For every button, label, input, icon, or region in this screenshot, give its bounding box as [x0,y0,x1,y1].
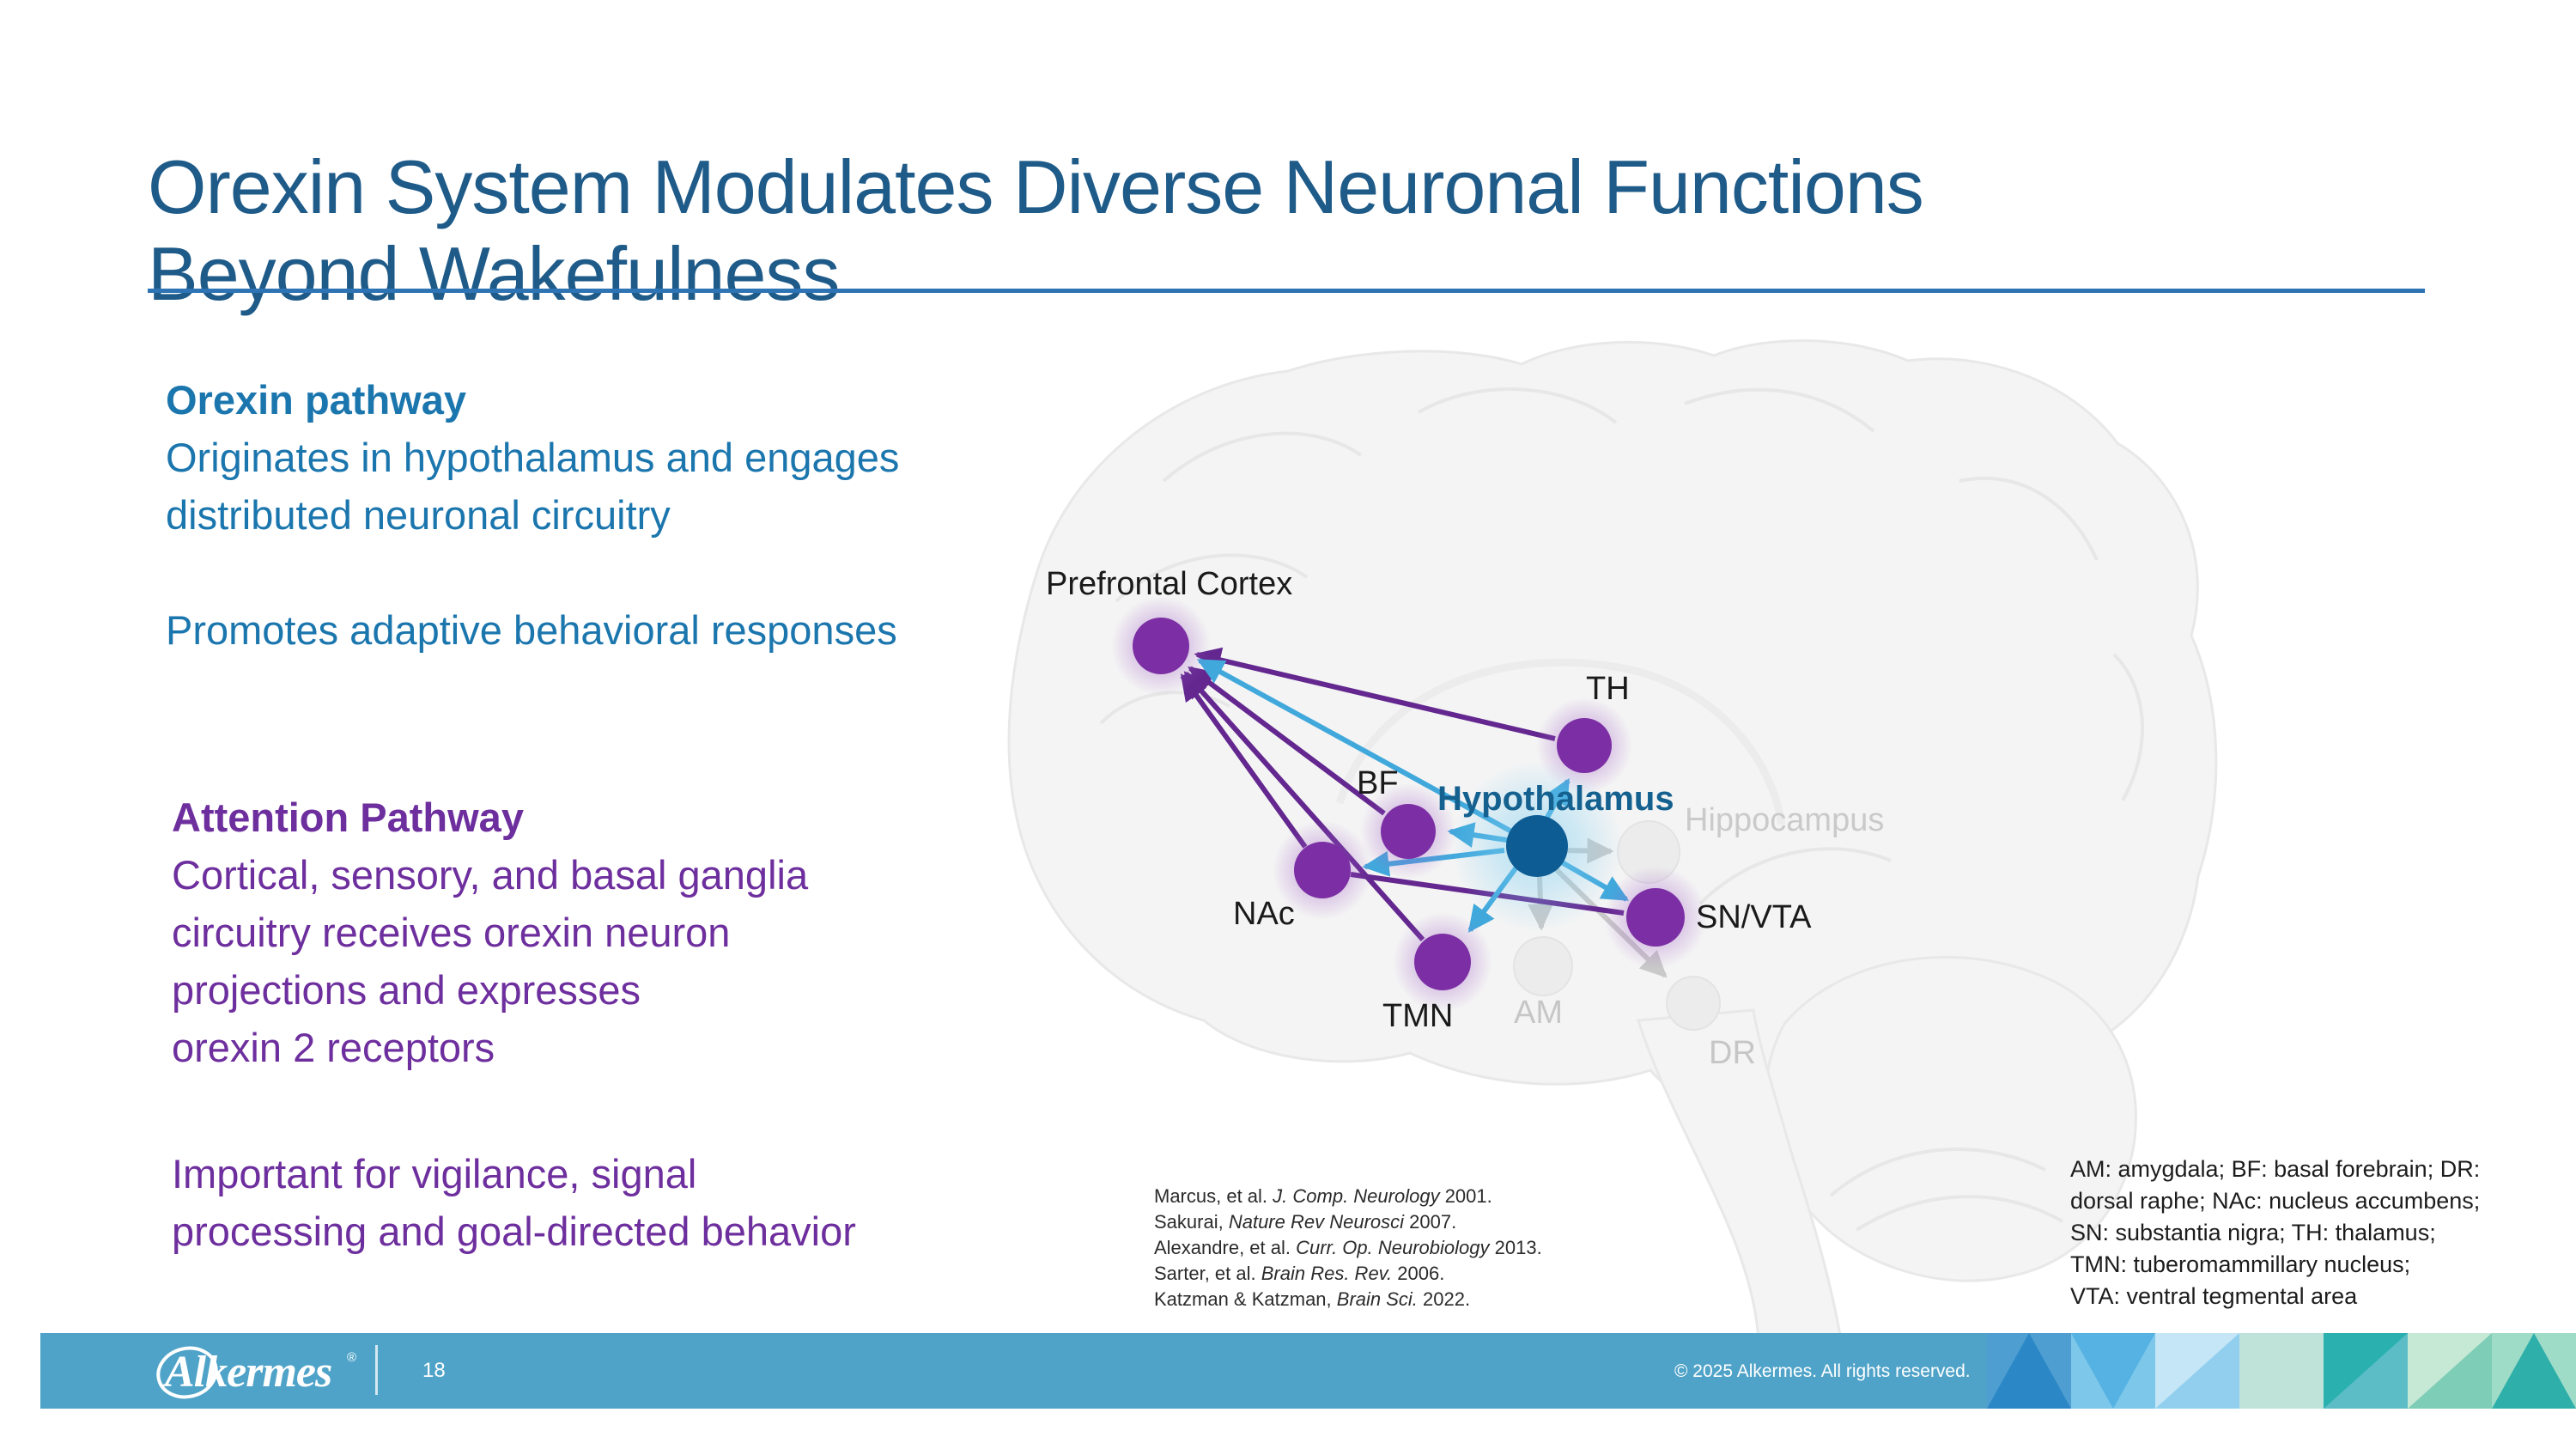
arrow-hypo-to-hippocampus [1564,837,1614,864]
registered-mark: ® [347,1350,357,1365]
dorsal-raphe-node [1666,976,1721,1031]
prefrontal-cortex-node-glow [1111,596,1211,696]
arrow-tmn-to-pfc [1183,671,1425,941]
orexin-pathway-block: Orexin pathway Originates in hypothalamu… [166,371,899,659]
title-line-1: Orexin System Modulates Diverse Neuronal… [148,143,1924,229]
diagram-label-nac: NAc [1233,896,1295,932]
diagram-label-sn-vta: SN/VTA [1696,899,1812,935]
arrow-hypo-to-amygdala [1528,876,1554,931]
amygdala-node [1513,936,1573,996]
reference-item: Alexandre, et al. Curr. Op. Neurobiology… [1154,1237,1542,1258]
sn-vta-node [1626,888,1685,947]
basal-forebrain-node [1381,804,1436,859]
footer-tile-1 [1987,1333,2071,1409]
diagram-label-hippocampus: Hippocampus [1685,802,1885,838]
arrow-nac-to-snvta [1350,872,1625,916]
abbreviation-line: VTA: ventral tegmental area [2070,1283,2358,1309]
reference-item: Katzman & Katzman, Brain Sci. 2022. [1154,1288,1471,1310]
diagram-label-am: AM [1514,995,1563,1031]
sn-vta-node-glow [1604,866,1707,969]
footer-tile-2 [2071,1333,2155,1409]
orexin-pathway-heading: Orexin pathway [166,377,466,423]
hypothalamus-node [1506,815,1568,877]
arrow-hypo-to-tmn [1467,863,1521,933]
attention-body-line: processing and goal-directed behavior [172,1209,856,1254]
attention-pathway-heading: Attention Pathway [172,795,524,840]
footer-tile-4 [2239,1333,2324,1409]
diagram-label-bf: BF [1357,765,1399,801]
title-line-2: Beyond Wakefulness [148,230,840,316]
reference-item: Sakurai, Nature Rev Neurosci 2007. [1154,1211,1457,1233]
abbreviation-line: AM: amygdala; BF: basal forebrain; DR: [2070,1156,2481,1182]
attention-body-line: Cortical, sensory, and basal ganglia [172,852,809,898]
footer-divider [375,1345,378,1395]
attention-body-line: projections and expresses [172,967,641,1013]
hippocampus-node [1617,820,1680,884]
orexin-body-line: Originates in hypothalamus and engages [166,435,900,480]
orexin-body-line: distributed neuronal circuitry [166,492,671,538]
footer-tile-3 [2155,1333,2239,1409]
abbreviation-line: SN: substantia nigra; TH: thalamus; [2070,1220,2436,1245]
thalamus-node [1557,718,1612,773]
arrow-bf-to-pfc [1188,666,1386,816]
diagram-label-tmn: TMN [1382,998,1454,1034]
arrow-hypo-to-snvta [1554,856,1630,902]
logo-text: Alkermes [165,1348,332,1397]
spacer [166,544,899,601]
copyright-text: © 2025 Alkermes. All rights reserved. [1674,1361,1971,1381]
tmn-node-glow [1393,912,1492,1012]
abbreviation-line: TMN: tuberomammillary nucleus; [2070,1251,2411,1277]
footer-tile-6 [2408,1333,2492,1409]
logo-ellipse-icon [156,1346,218,1399]
page-title: Orexin System Modulates Diverse Neuronal… [148,143,1924,317]
orexin-body-line: Promotes adaptive behavioral responses [166,607,897,653]
arrow-nac-to-pfc [1180,673,1308,849]
reference-item: Marcus, et al. J. Comp. Neurology 2001. [1154,1185,1492,1207]
reference-item: Sarter, et al. Brain Res. Rev. 2006. [1154,1263,1445,1284]
nucleus-accumbens-node [1294,842,1351,898]
arrow-hypo-to-bf [1447,822,1508,848]
diagram-label-hypothalamus: Hypothalamus [1437,780,1674,818]
arrow-hypo-to-nac [1362,848,1505,877]
abbreviation-line: dorsal raphe; NAc: nucleus accumbens; [2070,1188,2481,1214]
prefrontal-cortex-node [1133,618,1189,674]
arrow-hypo-to-dorsal-raphe [1550,863,1668,978]
footer-mosaic [1987,1333,2576,1409]
alkermes-logo: Alkermes ® [153,1342,376,1402]
diagram-label-dr: DR [1709,1035,1756,1071]
tmn-node [1414,934,1471,990]
footer-tile-7 [2492,1333,2576,1409]
attention-body-line: circuitry receives orexin neuron [172,910,731,955]
spacer [172,1076,856,1145]
diagram-label-th: TH [1586,671,1630,707]
attention-pathway-block: Attention Pathway Cortical, sensory, and… [172,788,856,1260]
arrow-th-to-pfc [1194,647,1556,741]
attention-body-line: Important for vigilance, signal [172,1151,697,1196]
footer-tile-5 [2324,1333,2408,1409]
title-underline [148,289,2425,293]
diagram-label-prefrontal-cortex: Prefrontal Cortex [1046,566,1293,602]
references-list: Marcus, et al. J. Comp. Neurology 2001. … [1154,1184,1542,1312]
abbreviations-list: AM: amygdala; BF: basal forebrain; DR: d… [2070,1154,2480,1312]
attention-body-line: orexin 2 receptors [172,1025,495,1070]
page-number: 18 [422,1359,446,1382]
